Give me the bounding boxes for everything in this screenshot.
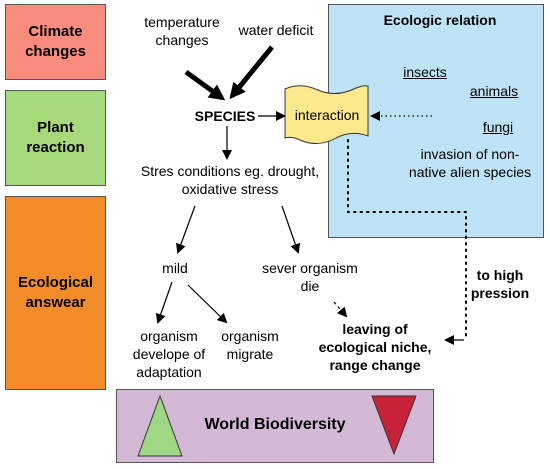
mild-to-migrate-arrow [187, 284, 228, 324]
plant-reaction-box: Plant reaction [5, 90, 106, 186]
water-deficit-arrow [229, 45, 274, 100]
interaction-label: interaction [294, 107, 360, 123]
stress-conditions-label: Stres conditions eg. drought, oxidative … [140, 163, 320, 197]
animals-label: animals [469, 83, 519, 99]
ecologic-relation-title: Ecologic relation [383, 12, 497, 28]
insects-label: insects [403, 64, 447, 80]
mild-label: mild [162, 260, 188, 276]
climate-changes-label: Climate changes [25, 23, 86, 60]
ecological-answear-label: Ecological answear [17, 274, 94, 311]
high-pression-label: to high pression [470, 267, 530, 301]
plant-reaction-label: Plant reaction [26, 119, 85, 156]
water-deficit-label: water deficit [238, 22, 314, 38]
sever-label: sever organism die [262, 260, 358, 294]
climate-changes-box: Climate changes [5, 4, 106, 80]
interaction-to-pression-dotted-path [347, 139, 467, 341]
invasion-label: invasion of non-native alien species [408, 146, 532, 180]
world-biodiversity-label: World Biodiversity [204, 416, 346, 433]
mild-to-adaptation-arrow [155, 281, 173, 324]
sever-to-leaving-arrow [333, 301, 348, 318]
biodiversity-decrease-triangle [371, 395, 417, 456]
adaptation-label: organism develope of adaptation [132, 328, 206, 380]
stress-to-sever-arrow [281, 205, 301, 254]
leaving-niche-label: leaving of ecological niche, range chang… [318, 321, 432, 373]
temperature-changes-label: temperature changes [144, 14, 220, 48]
fungi-label: fungi [482, 119, 514, 135]
ecological-answear-box: Ecological answear [5, 196, 106, 390]
stress-to-mild-arrow [176, 205, 196, 254]
migrate-label: organism migrate [221, 328, 279, 362]
temperature-arrow [184, 69, 226, 101]
biodiversity-increase-triangle [137, 394, 183, 457]
species-label: SPECIES [194, 108, 256, 124]
